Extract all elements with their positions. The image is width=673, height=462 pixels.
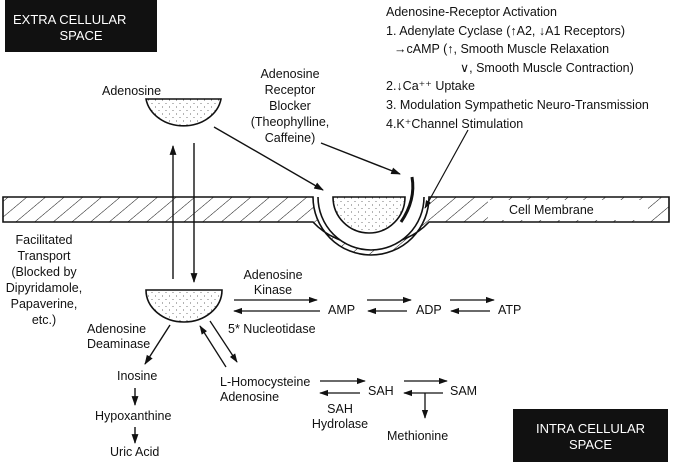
extracellular-line2: SPACE <box>59 28 103 43</box>
extracellular-space-box: EXTRA CELLULAR SPACE <box>5 0 157 52</box>
activation-item: 2.↓Ca⁺⁺ Uptake <box>386 79 475 94</box>
facilitated-line: Facilitated <box>15 233 73 247</box>
label-adenosine-extracellular: Adenosine <box>102 84 162 98</box>
arrow-deaminase <box>144 324 171 365</box>
label-hypoxanthine: Hypoxanthine <box>95 409 172 423</box>
intracellular-space-box: INTRA CELLULAR SPACE <box>513 409 668 462</box>
hydrolase-line: Hydrolase <box>311 417 369 431</box>
facilitated-line: Papaverine, <box>10 297 78 311</box>
activation-title: Adenosine-Receptor Activation <box>386 5 557 19</box>
label-nucleotidase: 5* Nucleotidase <box>228 322 316 336</box>
label-inosine: Inosine <box>117 369 158 383</box>
activation-item: →cAMP (↑, Smooth Muscle Relaxation <box>394 42 610 57</box>
label-uric-acid: Uric Acid <box>110 445 160 459</box>
label-homocysteine-adenosine: L-Homocysteine Adenosine <box>220 375 310 405</box>
kinase-line: Adenosine <box>243 268 303 282</box>
label-sam: SAM <box>450 384 478 398</box>
arrow-hcy-to-adenosine <box>199 325 227 368</box>
arrow-blocker <box>320 142 401 175</box>
label-methionine: Methionine <box>387 429 449 443</box>
facilitated-line: Dipyridamole, <box>5 281 83 295</box>
blocker-line: Adenosine <box>260 67 320 81</box>
kinase-line: Kinase <box>253 283 293 297</box>
deaminase-line: Adenosine <box>87 322 147 336</box>
blocker-line: Blocker <box>269 99 311 113</box>
facilitated-line: etc.) <box>31 313 57 327</box>
blocker-bar <box>399 176 415 223</box>
arrow-adenosine-to-hcy <box>209 320 238 363</box>
label-facilitated-transport: Facilitated Transport (Blocked by Dipyri… <box>0 232 88 328</box>
label-amp: AMP <box>328 303 356 317</box>
homocysteine-line: Adenosine <box>220 390 280 404</box>
blocker-line: Caffeine) <box>264 131 316 145</box>
arrow-activation <box>424 129 469 209</box>
label-adenosine-deaminase: Adenosine Deaminase <box>87 322 150 352</box>
facilitated-line: Transport <box>17 249 71 263</box>
membrane-label-bg <box>488 200 648 220</box>
arrow-adenosine-to-receptor <box>213 126 324 191</box>
receptor-activation-list: Adenosine-Receptor Activation 1. Adenyla… <box>386 3 649 133</box>
activation-item: 3. Modulation Sympathetic Neuro-Transmis… <box>386 97 649 112</box>
label-sah-hydrolase: SAH Hydrolase <box>305 402 375 432</box>
hydrolase-line: SAH <box>327 402 353 416</box>
label-atp: ATP <box>498 303 522 317</box>
receptor-bound-adenosine <box>332 196 406 234</box>
label-sah: SAH <box>368 384 394 398</box>
blocker-line: Receptor <box>264 83 316 97</box>
label-adp: ADP <box>416 303 442 317</box>
adenosine-extracellular <box>145 98 222 127</box>
intracellular-line2: SPACE <box>568 437 613 452</box>
homocysteine-line: L-Homocysteine <box>220 375 311 389</box>
intracellular-line1: INTRA CELLULAR <box>535 421 646 436</box>
activation-item: 4.K⁺Channel Stimulation <box>386 116 524 131</box>
facilitated-line: (Blocked by <box>11 265 77 279</box>
adenosine-intracellular <box>145 289 223 323</box>
extracellular-line1: EXTRA CELLULAR <box>13 12 127 27</box>
label-adenosine-kinase: Adenosine Kinase <box>238 268 308 298</box>
blocker-line: (Theophylline, <box>250 115 330 129</box>
label-cell-membrane: Cell Membrane <box>509 203 594 217</box>
deaminase-line: Deaminase <box>87 337 151 351</box>
label-receptor-blocker: Adenosine Receptor Blocker (Theophylline… <box>240 66 340 146</box>
activation-item: ∨, Smooth Muscle Contraction) <box>460 60 634 75</box>
activation-item: 1. Adenylate Cyclase (↑A2, ↓A1 Receptors… <box>386 23 626 38</box>
